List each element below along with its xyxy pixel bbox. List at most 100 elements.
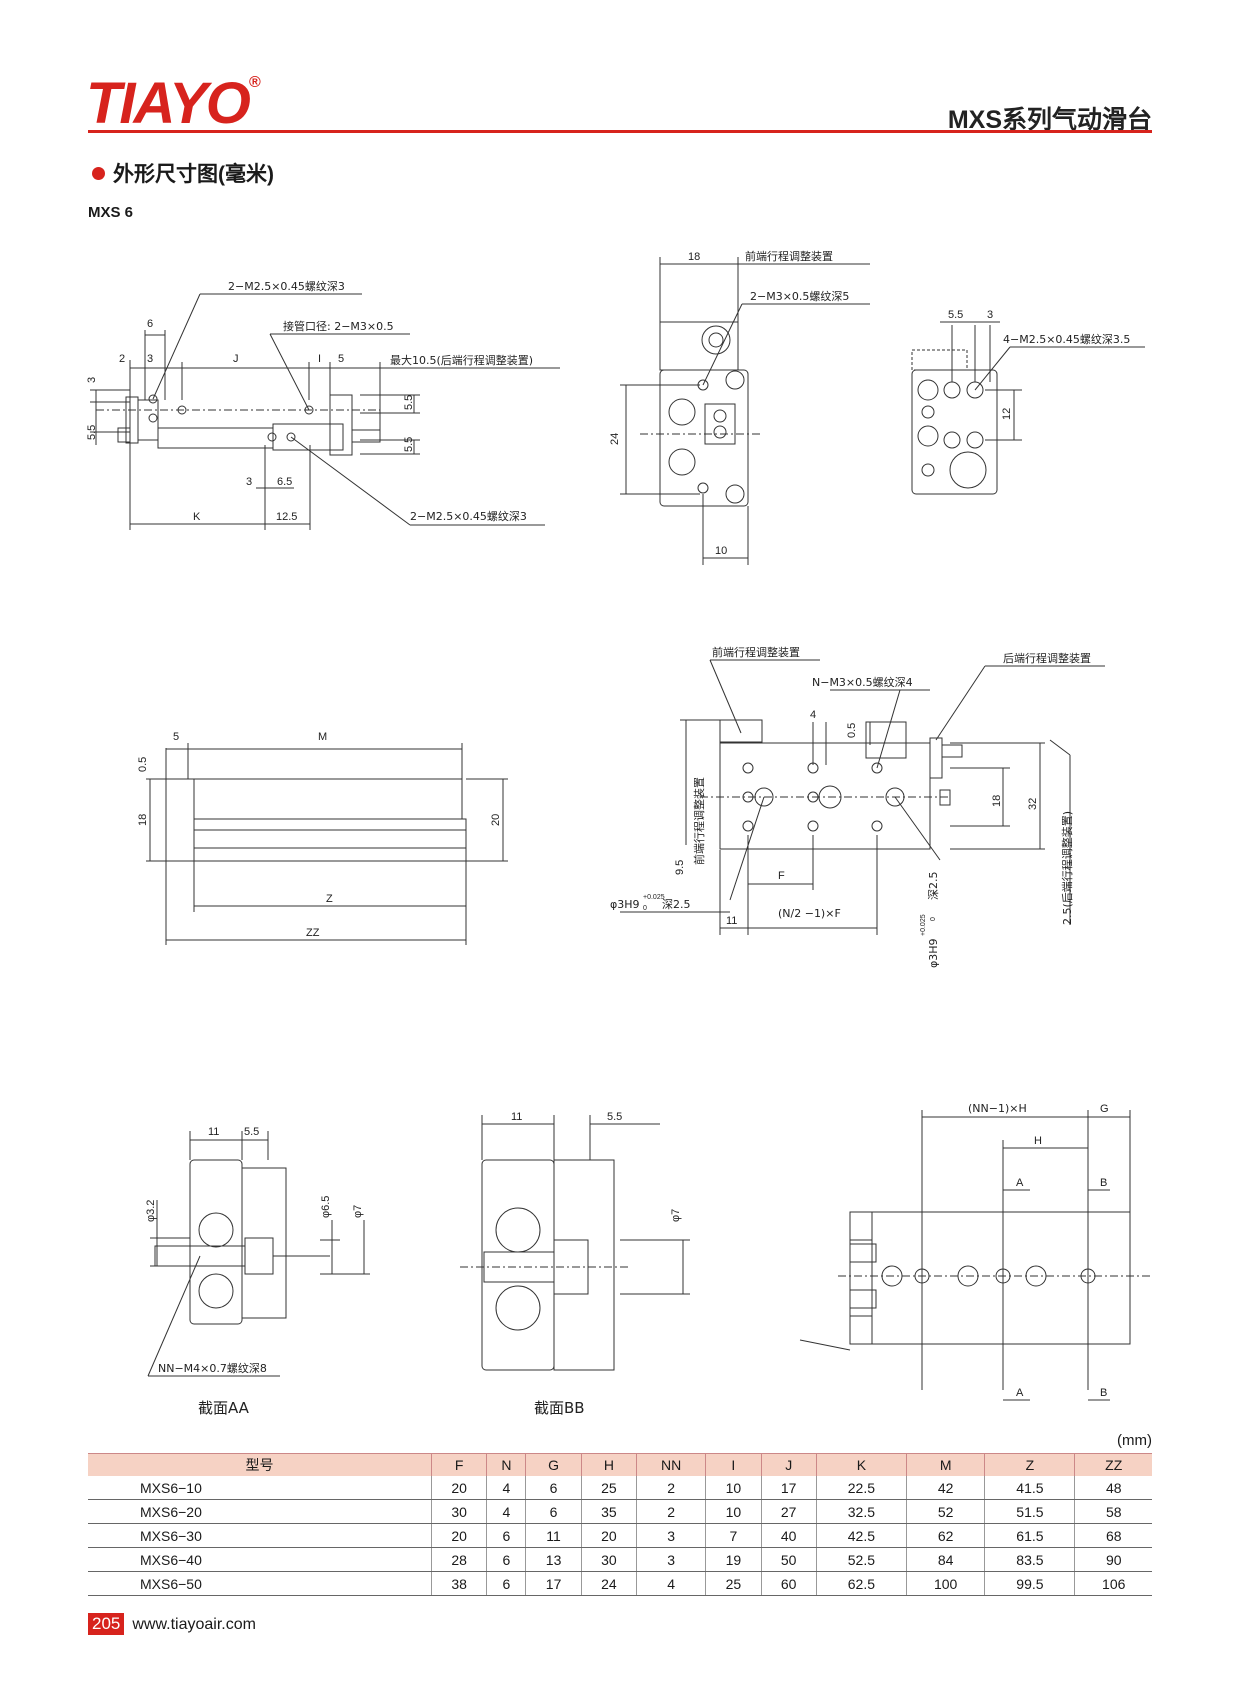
label-pin-hole-v-tol-low: 0 [930,917,937,921]
table-cell: 99.5 [984,1571,1076,1596]
table-cell: 38 [431,1571,488,1596]
dim-3-vertical: 3 [86,377,98,383]
label-pin-hole-v: φ3H9 [927,938,940,968]
dim-phi-7: φ7 [352,1205,364,1218]
table-cell: 7 [705,1523,762,1548]
footer: 205 www.tiayoair.com [88,1613,256,1635]
dim-10: 10 [715,545,727,557]
dim-5-5-a: 5.5 [244,1126,259,1138]
table-cell: 2 [636,1499,707,1524]
dim-i: I [318,353,321,365]
table-cell: 48 [1074,1476,1152,1500]
dim-g: G [1100,1103,1109,1115]
table-header-cell: H [581,1453,638,1476]
table-header-cell: G [525,1453,582,1476]
website-link[interactable]: www.tiayoair.com [132,1616,256,1633]
dim-3-bottom: 3 [246,476,252,488]
table-cell: 60 [761,1571,817,1596]
model-code: MXS 6 [88,204,134,221]
table-cell: 10 [705,1499,762,1524]
dim-11-b: 11 [511,1111,522,1123]
label-thread-4m25: 4−M2.5×0.45螺纹深3.5 [1003,332,1130,346]
dim-f: F [778,870,785,882]
table-cell: 20 [431,1476,488,1500]
dim-20: 20 [490,814,502,826]
table-header-cell: Z [984,1453,1076,1476]
page-number: 205 [88,1613,125,1635]
dim-h: H [1034,1135,1042,1147]
table-cell: MXS6−50 [88,1571,433,1596]
label-pin-hole-tol-low: 0 [643,905,647,912]
table-cell: 24 [581,1571,638,1596]
table-cell: 50 [761,1547,817,1572]
table-cell: 83.5 [984,1547,1076,1572]
bottom-view-drawing [799,1110,1150,1401]
table-cell: 3 [636,1547,707,1572]
dim-5-middle: 5 [173,731,179,743]
table-cell: 2 [636,1476,707,1500]
table-cell: 27 [761,1499,817,1524]
dim-18-vertical: 18 [137,814,149,826]
dim-a-bottom: A [1016,1387,1024,1399]
label-thread-m3-5: 2−M3×0.5螺纹深5 [750,289,849,303]
table-cell: 84 [906,1547,986,1572]
dimension-values: 6 2 3 J I 5 3 5.5 5.5 5.5 3 6.5 K 12.5 1… [86,251,1109,1399]
table-cell: 19 [705,1547,762,1572]
label-n-thread: N−M3×0.5螺纹深4 [812,675,913,689]
series-title: MXS系列气动滑台 [947,106,1152,134]
long-side-view-drawing [146,743,508,945]
dim-0-5-b: 0.5 [846,723,858,738]
caption-section-aa: 截面AA [198,1399,250,1417]
table-cell: 6 [525,1499,582,1524]
label-pin-hole-v-depth: 深2.5 [927,872,940,901]
drawing-labels: 2−M2.5×0.45螺纹深3 接管口径: 2−M3×0.5 最大10.5(后端… [158,249,1130,1417]
table-unit: (mm) [1117,1432,1152,1449]
table-cell: 6 [525,1476,582,1500]
dim-18: 18 [688,251,700,263]
dim-12-5: 12.5 [276,511,297,523]
dim-zz: ZZ [306,927,320,939]
label-nf-formula: (N/2 −1)×F [778,907,841,920]
table-cell: 52.5 [816,1547,907,1572]
section-heading: 外形尺寸图(毫米) [92,158,274,188]
dim-5: 5 [338,353,344,365]
section-aa-drawing [147,1131,370,1377]
label-rear-adjuster: 后端行程调整装置 [1003,651,1091,665]
table-cell: 90 [1074,1547,1152,1572]
dim-phi-6-5: φ6.5 [320,1196,332,1218]
dim-11: 11 [726,915,737,927]
label-nnh-formula: (NN−1)×H [968,1102,1027,1115]
label-max-stroke: 最大10.5(后端行程调整装置) [390,353,533,367]
label-thread-25-a: 2−M2.5×0.45螺纹深3 [228,279,345,293]
section-bb-drawing [460,1115,690,1371]
table-header-cell: NN [636,1453,707,1476]
label-port: 接管口径: 2−M3×0.5 [283,319,394,333]
top-view-holes-drawing [620,659,1105,935]
table-header-cell: ZZ [1074,1453,1152,1476]
table-header-cell: J [761,1453,817,1476]
table-cell: 3 [636,1523,707,1548]
table-cell: 10 [705,1476,762,1500]
dim-9-5: 9.5 [674,860,686,875]
label-pin-hole-depth: 深2.5 [662,898,691,911]
label-pin-hole-v-tol-up: +0.025 [920,914,927,936]
table-cell: MXS6−30 [88,1523,433,1548]
table-cell: 58 [1074,1499,1152,1524]
table-cell: 13 [525,1547,582,1572]
table-cell: 41.5 [984,1476,1076,1500]
dim-5-5-vertical: 5.5 [86,425,98,440]
table-cell: 6 [486,1547,527,1572]
table-header-cell: F [431,1453,488,1476]
brand-logo: TIAYO® [86,71,261,136]
table-cell: 68 [1074,1523,1152,1548]
dim-z: Z [326,893,333,905]
table-cell: 52 [906,1499,986,1524]
table-cell: 62.5 [816,1571,907,1596]
dim-18-right: 18 [991,795,1003,807]
